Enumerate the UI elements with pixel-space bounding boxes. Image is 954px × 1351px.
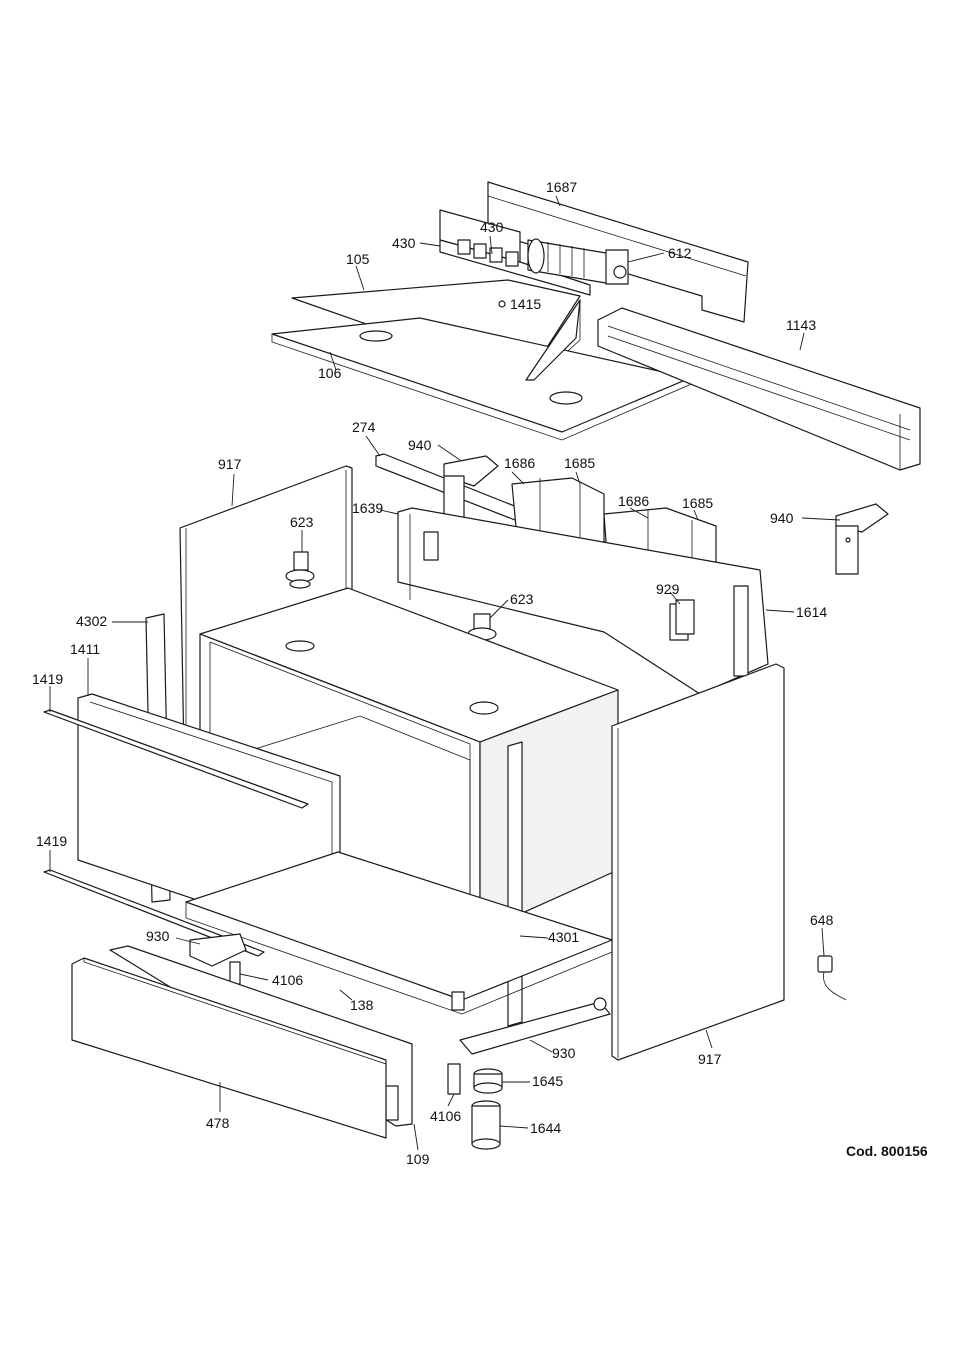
part-1614-rear-panel: [397, 507, 769, 695]
callout-930-left: 930: [146, 928, 170, 944]
part-930-hinge-bracket-left: [189, 933, 247, 967]
callout-1685-left: 1685: [564, 455, 595, 471]
callout-917-right: 917: [698, 1051, 722, 1067]
callout-4301: 4301: [548, 929, 579, 945]
part-940-bracket-right: [835, 503, 889, 575]
callout-1686-left: 1686: [504, 455, 535, 471]
callout-1411: 1411: [70, 641, 100, 657]
callout-1419-bottom: 1419: [36, 833, 67, 849]
callout-940-left: 940: [408, 437, 432, 453]
part-430-thermostat-bracket: [439, 209, 591, 296]
callout-1415: 1415: [510, 296, 541, 312]
callout-4106-left: 4106: [272, 972, 303, 988]
part-623-probe-a: [285, 551, 315, 589]
callout-1614: 1614: [796, 604, 827, 620]
part-930-hinge-bracket-right: [459, 997, 611, 1055]
part-917-right-side-panel: [611, 663, 785, 1061]
callout-430-left: 430: [392, 235, 416, 251]
callout-917-left: 917: [218, 456, 242, 472]
callout-430-top: 430: [480, 219, 504, 235]
callout-105: 105: [346, 251, 370, 267]
callout-1644: 1644: [530, 1120, 561, 1136]
part-1644-foot: [471, 1100, 501, 1150]
callout-1685-right: 1685: [682, 495, 713, 511]
callout-1639: 1639: [352, 500, 383, 516]
callout-106: 106: [318, 365, 342, 381]
part-1143-front-fascia: [597, 307, 921, 471]
callout-1687: 1687: [546, 179, 577, 195]
callout-930-right: 930: [552, 1045, 576, 1061]
callout-4302: 4302: [76, 613, 107, 629]
callout-648: 648: [810, 912, 834, 928]
callout-4106-right: 4106: [430, 1108, 461, 1124]
part-4106-hinge-a: [229, 961, 241, 985]
part-1419-gasket-top: [43, 709, 309, 809]
drawing-code: Cod. 800156: [846, 1143, 928, 1159]
part-4301-hinge-rail: [507, 741, 523, 1027]
part-478-drawer-front: [71, 957, 387, 1139]
callout-274: 274: [352, 419, 376, 435]
part-929-latch: [675, 599, 695, 635]
part-940-bracket-left: [443, 455, 499, 519]
callout-929: 929: [656, 581, 680, 597]
callout-940-right: 940: [770, 510, 794, 526]
part-648-cable-plug: [817, 955, 847, 1001]
part-612-fan-motor: [527, 238, 629, 285]
callout-109: 109: [406, 1151, 430, 1167]
callout-1419-top: 1419: [32, 671, 63, 687]
part-4106-hinge-b: [447, 1063, 461, 1095]
callout-1645: 1645: [532, 1073, 563, 1089]
part-1419-gasket-bottom: [43, 869, 265, 957]
part-1645-foot-ring: [473, 1068, 503, 1094]
callout-1143: 1143: [786, 317, 816, 333]
leader-lines: [49, 195, 841, 1151]
part-106-lower-plate: [271, 299, 697, 441]
callout-612: 612: [668, 245, 692, 261]
callout-138: 138: [350, 997, 374, 1013]
callout-623-right: 623: [510, 591, 534, 607]
callout-1686-right: 1686: [618, 493, 649, 509]
callout-478: 478: [206, 1115, 230, 1131]
callout-labels: 1687 430 430 612 105 1415 1143 106 274 9…: [32, 179, 928, 1167]
callout-623-left: 623: [290, 514, 314, 530]
